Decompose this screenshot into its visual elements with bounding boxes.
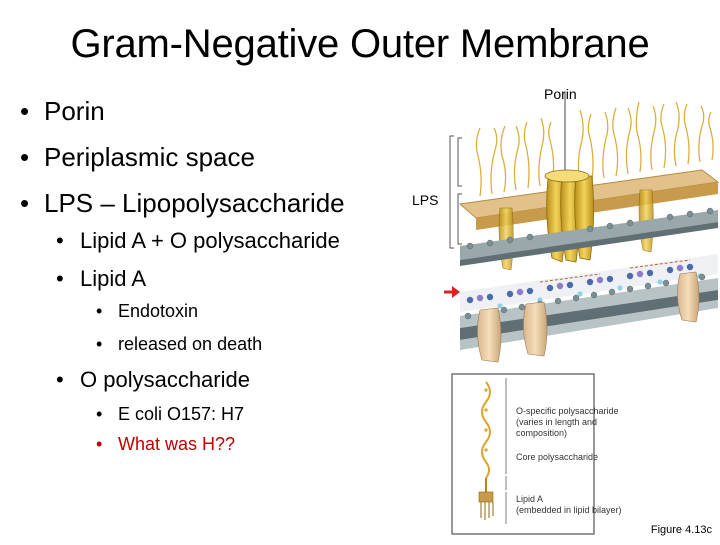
inset-core-label: Core polysaccharide: [516, 452, 599, 462]
porin-callout-label: Porin: [544, 86, 577, 102]
bullet-lipid-a: •Lipid A: [56, 266, 147, 291]
outer-membrane-inner-leaflet: [460, 207, 718, 266]
o-antigen-chains: [475, 101, 714, 197]
bullet-periplasmic-space: •Periplasmic space: [20, 142, 255, 172]
membrane-illustration: [444, 92, 720, 535]
lps-callout-label: LPS: [412, 192, 439, 208]
figure-caption: Figure 4.13c: [650, 524, 712, 536]
bullet-lipid-a-plus-o: •Lipid A + O polysaccharide: [56, 228, 340, 253]
bullet-porin: •Porin: [20, 96, 105, 126]
bullet-endotoxin: •Endotoxin: [96, 301, 199, 321]
bullet-ecoli: •E coli O157: H7: [96, 404, 245, 424]
inset-o-specific-label: O-specific polysaccharide (varies in len…: [516, 406, 619, 438]
peptidoglycan-layer: [460, 254, 718, 312]
inset-lipid-a-label: Lipid A (embedded in lipid bilayer): [516, 494, 622, 515]
bullet-o-polysaccharide: •O polysaccharide: [56, 367, 250, 392]
outer-membrane-figure: O-specific polysaccharide (varies in len…: [440, 78, 720, 540]
slide-title: Gram-Negative Outer Membrane: [70, 22, 650, 66]
bullet-what-was-h: •What was H??: [96, 434, 236, 454]
bullet-lps: •LPS – Lipopolysaccharide: [20, 188, 345, 218]
red-arrow: [444, 286, 460, 298]
bullet-list: •Porin •Periplasmic space •LPS – Lipopol…: [20, 96, 345, 454]
plasma-membrane: [460, 271, 718, 363]
lps-structure-inset: [451, 373, 595, 535]
bullet-released-on-death: •released on death: [96, 334, 263, 354]
membrane-scale-bracket: [449, 135, 462, 249]
